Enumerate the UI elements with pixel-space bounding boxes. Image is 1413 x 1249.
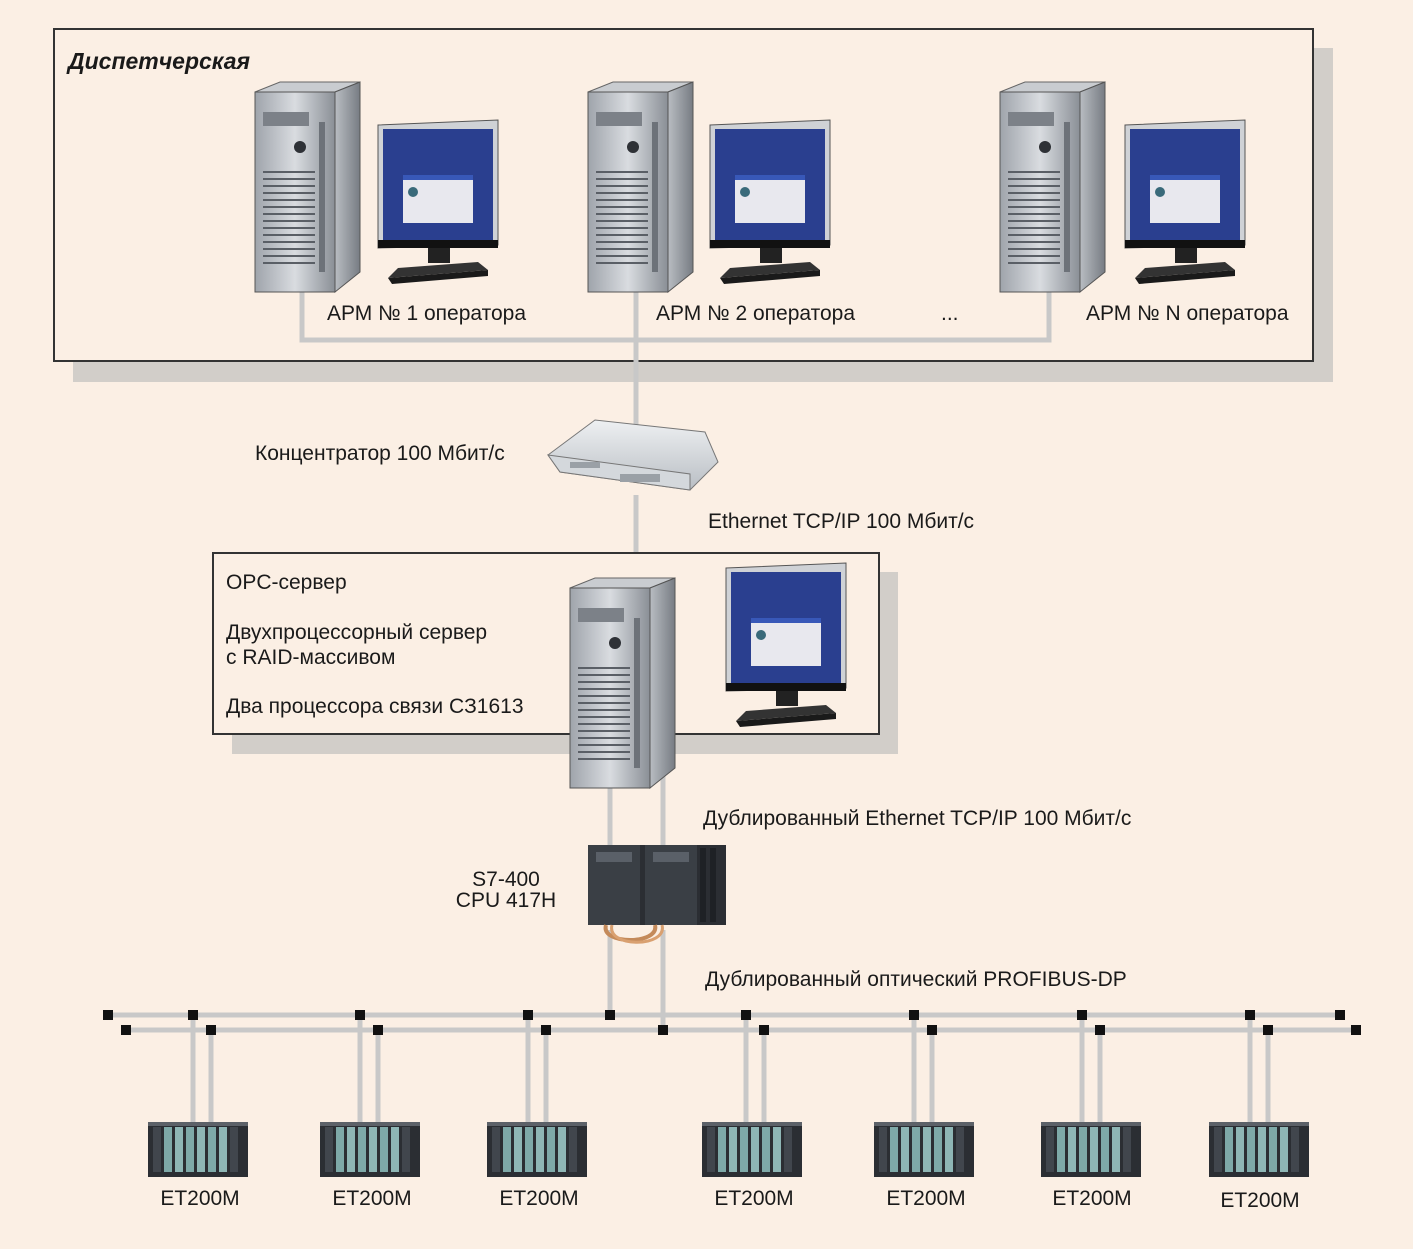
plc-label-model: S7-400 — [472, 868, 540, 891]
plc-device — [588, 845, 726, 944]
workstation-ellipsis: ... — [941, 302, 959, 325]
io-station-label: ET200M — [1220, 1189, 1300, 1212]
workstation-n-label: АРМ № N оператора — [1086, 302, 1289, 325]
io-rack-7 — [1209, 1122, 1309, 1177]
io-station-label: ET200M — [886, 1187, 966, 1210]
workstation-1 — [254, 81, 499, 293]
io-rack-2 — [320, 1122, 420, 1177]
opc-server-desc-3: Два процессора связи CЗ1613 — [226, 695, 524, 718]
io-rack-5 — [874, 1122, 974, 1177]
hub-device — [546, 419, 719, 491]
profibus-label: Дублированный оптический PROFIBUS-DP — [705, 968, 1127, 991]
workstation-n — [999, 81, 1246, 293]
workstation-1-label: АРМ № 1 оператора — [327, 302, 527, 325]
io-rack-1 — [148, 1122, 248, 1177]
opc-server-desc-1: Двухпроцессорный сервер — [226, 621, 488, 644]
io-station-label: ET200M — [714, 1187, 794, 1210]
io-station-label: ET200M — [1052, 1187, 1132, 1210]
ethernet-label: Ethernet TCP/IP 100 Мбит/с — [708, 510, 975, 533]
io-rack-4 — [702, 1122, 802, 1177]
workstation-2-label: АРМ № 2 оператора — [656, 302, 856, 325]
plc-label-cpu: CPU 417H — [455, 889, 557, 912]
opc-server-desc-2: с RAID-массивом — [226, 646, 396, 669]
opc-server-title: OPC-сервер — [226, 571, 347, 594]
io-station-label: ET200M — [499, 1187, 579, 1210]
hub-label: Концентратор 100 Мбит/с — [255, 442, 505, 465]
workstation-2 — [587, 81, 831, 293]
control-room-title: Диспетчерская — [68, 48, 251, 74]
io-station-label: ET200M — [332, 1187, 412, 1210]
io-station-label: ET200M — [160, 1187, 240, 1210]
redundant-ethernet-label: Дублированный Ethernet TCP/IP 100 Мбит/с — [703, 807, 1132, 830]
io-rack-6 — [1041, 1122, 1141, 1177]
io-rack-3 — [487, 1122, 587, 1177]
opc-server-device — [569, 562, 847, 789]
